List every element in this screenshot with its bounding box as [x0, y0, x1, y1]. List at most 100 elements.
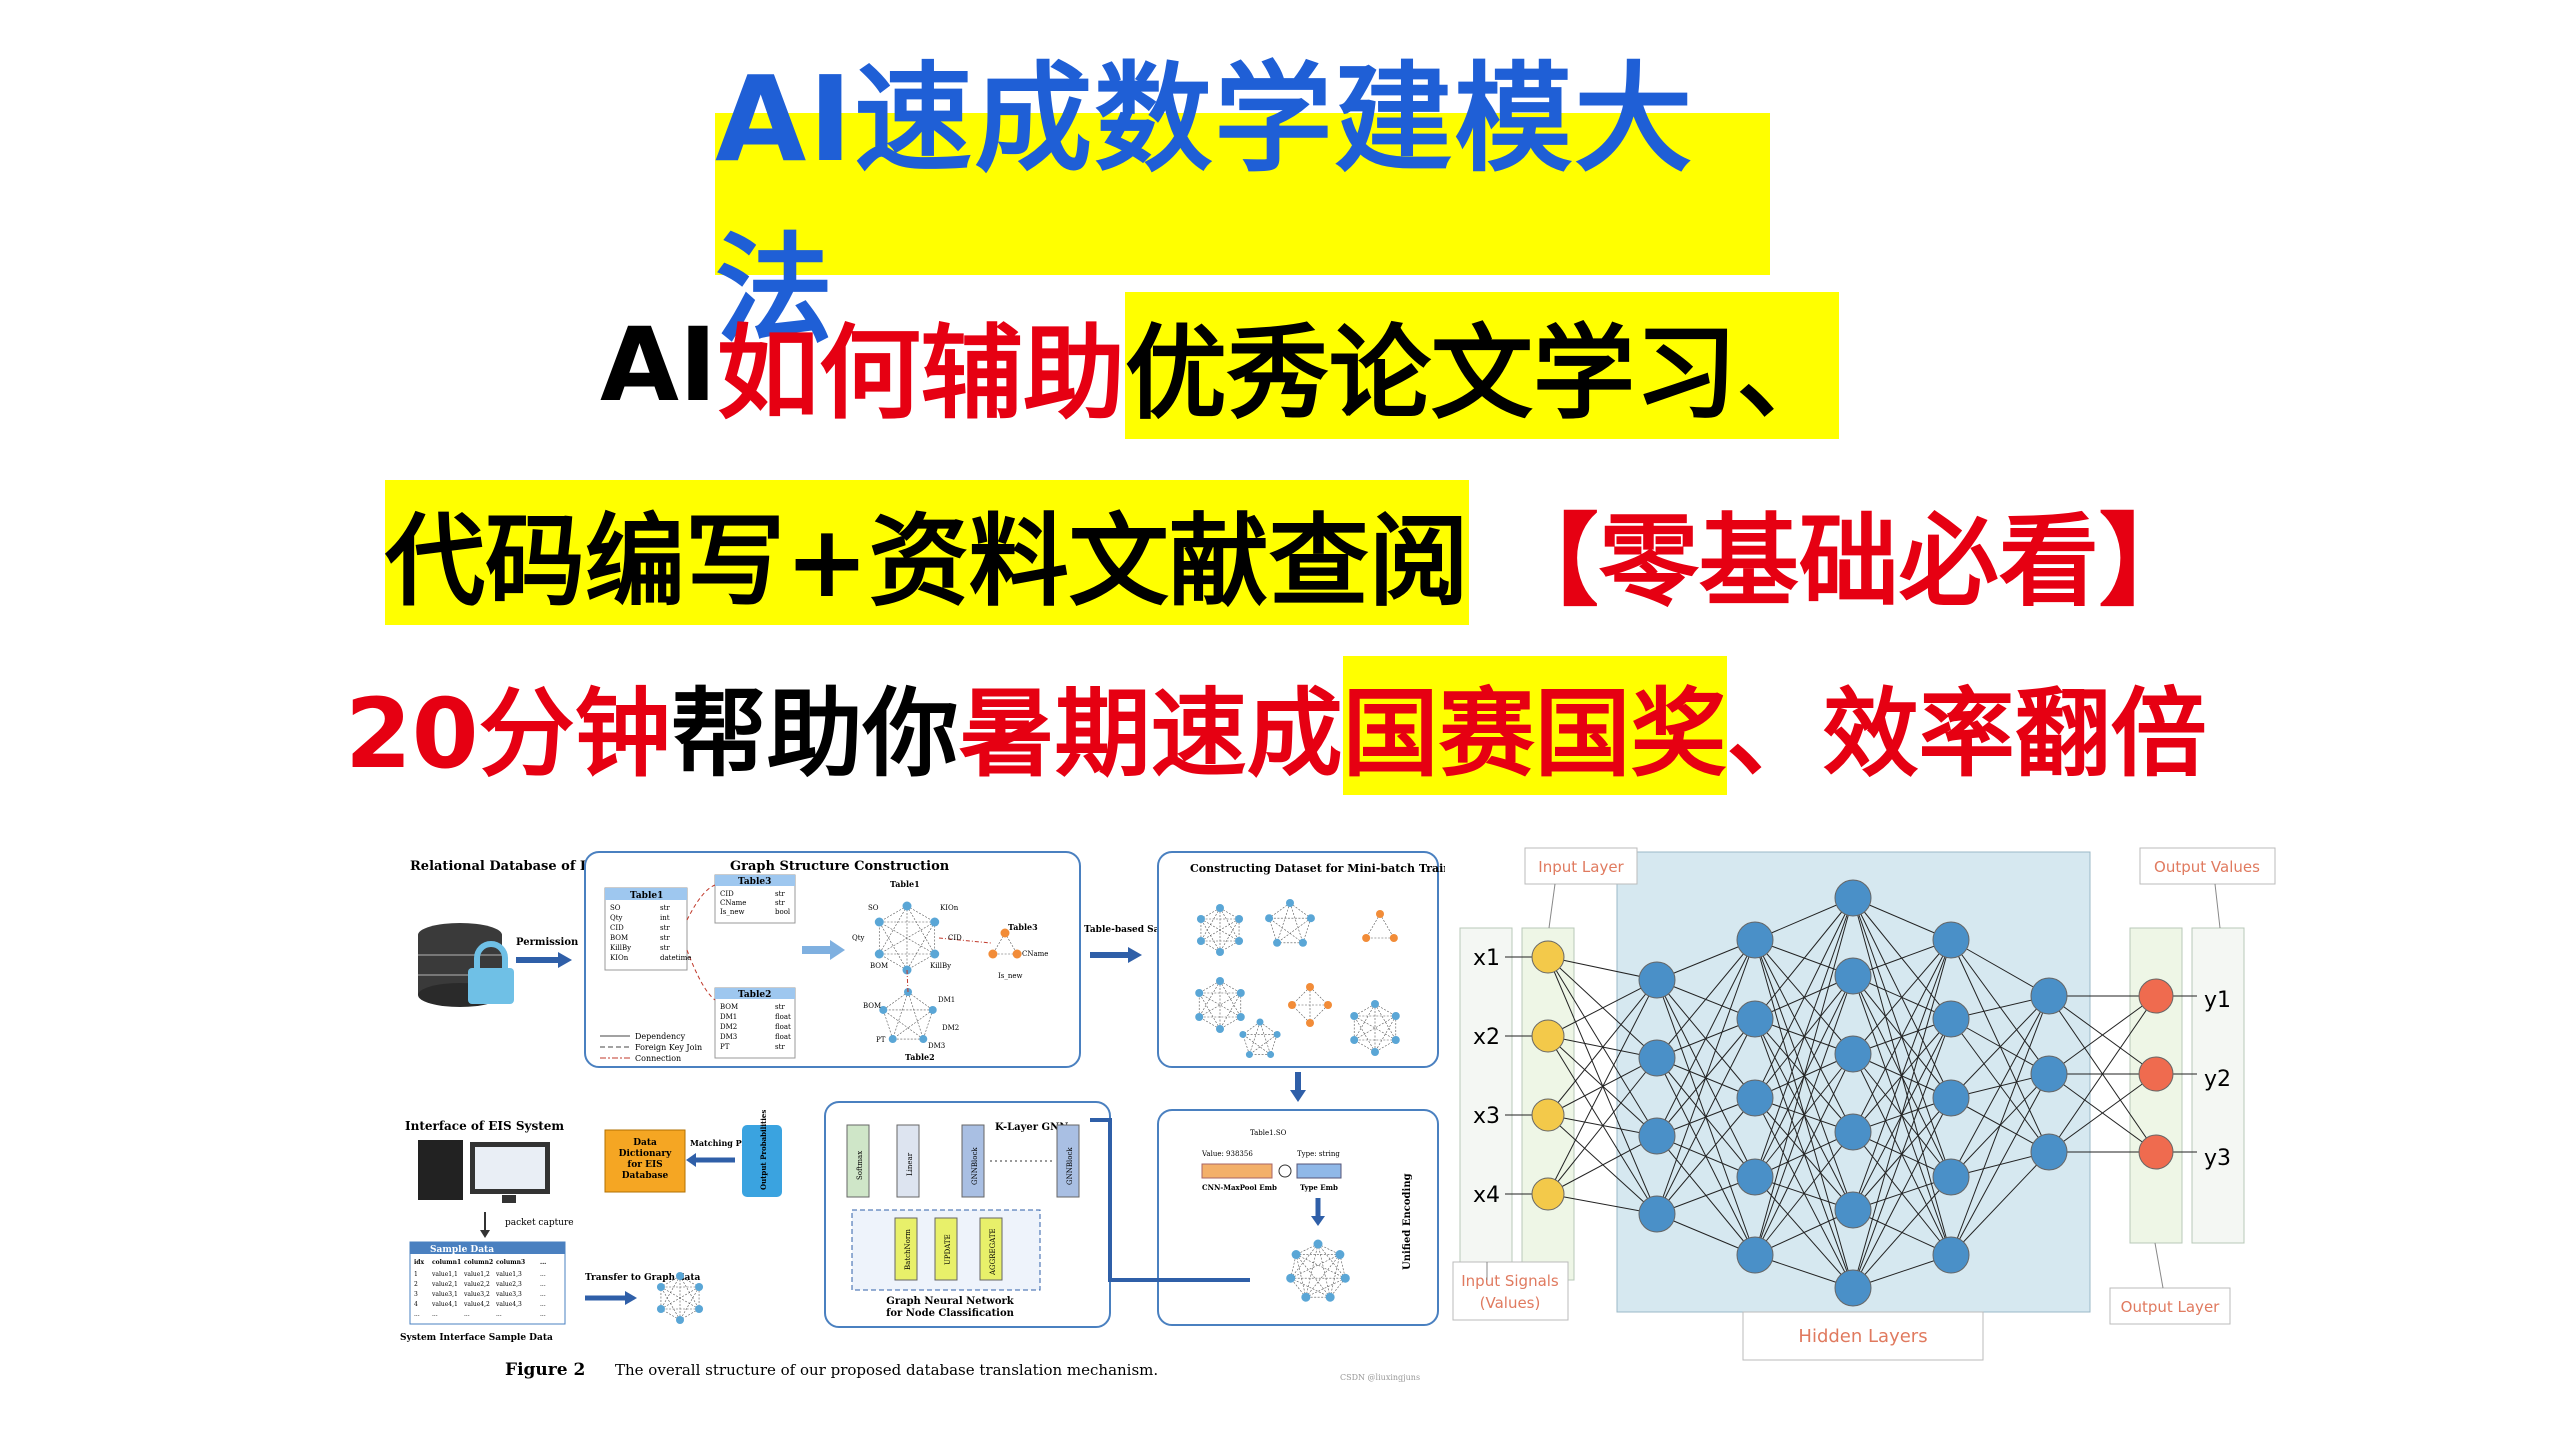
table3-card: Table3: [714, 874, 796, 924]
mini-graph-b-node: [1298, 938, 1307, 947]
table2-graph-edge: [883, 991, 909, 1011]
table2-row-name: DM2: [720, 1023, 737, 1031]
database-lock-icon: [418, 923, 514, 1007]
table2-graph-node: [919, 1035, 928, 1044]
mini-graph-f-node: [1245, 1051, 1253, 1059]
nn-edges: [1505, 897, 2197, 1289]
arrowhead-sampling: [1128, 947, 1142, 963]
hidden-node: [1932, 1000, 1970, 1038]
figure-database-translation: Relational Database of EIS System Permis…: [400, 851, 1445, 1382]
hidden-node: [2030, 1055, 2068, 1093]
table1-row-name: SO: [610, 904, 621, 912]
sample-cell: ...: [540, 1291, 546, 1298]
output-layer-box: [2109, 1287, 2231, 1325]
mini-graph-d-node: [1195, 1013, 1204, 1021]
legend-dependency: Dependency: [635, 1032, 686, 1041]
mini-graph-b-edge: [1268, 918, 1278, 943]
mini-graph-e-edge: [1309, 986, 1329, 1006]
table1-graph-node: [874, 917, 884, 927]
output-node: [2138, 1134, 2174, 1170]
mini-graph-f-edge: [1242, 1021, 1261, 1035]
mini-graph-f-node: [1239, 1030, 1247, 1038]
table1-row-name: KillBy: [610, 944, 631, 952]
mini-graph-b-node: [1265, 914, 1274, 923]
batchnorm-box: [894, 1217, 918, 1281]
sample-data-title: Sample Data: [430, 1245, 494, 1255]
arrowhead-matching: [686, 1153, 696, 1167]
dependency-lines: [686, 884, 716, 1001]
arrowhead-packet: [480, 1230, 490, 1238]
sample-cell: value2,1: [431, 1281, 458, 1288]
mini-graph-g-edge: [1354, 1003, 1376, 1017]
matching-label: Matching Process: [690, 1138, 771, 1148]
mini-graph-c-node: [1376, 910, 1384, 918]
page-title: AI速成数学建模大法: [715, 50, 1695, 359]
mini-graph-e-node: [1306, 1019, 1314, 1027]
watermark: CSDN @liuxingjuns: [1340, 1373, 1420, 1382]
aggregate-label: AGGREGATE: [989, 1228, 997, 1276]
encoded-graph-node: [1286, 1273, 1296, 1283]
table1-row-name: KIOn: [610, 954, 629, 962]
mini-graph-d-edge: [1199, 1016, 1221, 1030]
cnn-label: CNN-MaxPool Emb: [1202, 1183, 1277, 1192]
type-emb-label: Type Emb: [1300, 1183, 1338, 1192]
table2-row-name: PT: [720, 1043, 730, 1051]
table2-graph-edge: [922, 1009, 934, 1040]
arrow-enc-to-gnn: [1090, 1118, 1250, 1282]
schema-node-label: SO: [868, 904, 879, 912]
hidden-node: [2030, 977, 2068, 1015]
table2-graph-node: [928, 1005, 937, 1014]
sample-cell: ...: [432, 1311, 438, 1318]
table2-graph-edge: [907, 991, 933, 1011]
mini-graphs: [1195, 899, 1400, 1059]
encoded-graph: [1286, 1239, 1350, 1302]
transfer-graph-node: [695, 1283, 704, 1291]
mini-graph-a-node: [1216, 948, 1224, 956]
figure-caption-label: Figure 2: [505, 1360, 585, 1380]
table1-graph-edge: [906, 905, 935, 923]
nn-edge: [1950, 995, 2050, 1099]
table1-graph-edge: [879, 953, 908, 971]
table1-graph-node: [930, 917, 940, 927]
mini-graph-f-node: [1256, 1018, 1264, 1026]
mini-graph-g-node: [1391, 1012, 1400, 1020]
sample-cell: value4,1: [431, 1301, 458, 1308]
hidden-node: [1638, 1039, 1676, 1077]
hidden-node: [1834, 1269, 1872, 1307]
table2-row-name: BOM: [720, 1003, 738, 1011]
hidden-node: [1834, 1035, 1872, 1073]
transfer-graph-node: [656, 1305, 665, 1313]
schema-node-label: KIOn: [940, 904, 959, 912]
dataset-box: [1157, 851, 1439, 1068]
nn-edge: [1852, 1097, 1952, 1289]
hidden-node: [2030, 1133, 2068, 1171]
mini-graph-c-edge: [1379, 913, 1395, 939]
mini-graph-f-edge: [1259, 1021, 1278, 1035]
figure-neural-network: x1 x2 x3 x4 y1 y2 y3 Input Layer Output …: [1452, 847, 2276, 1361]
table3-row-name: Is_new: [720, 908, 745, 916]
sample-cell: value1,1: [431, 1271, 458, 1278]
table1-graph-edge: [906, 921, 935, 971]
hidden-node: [1736, 1079, 1774, 1117]
linear-label: Linear: [906, 1152, 914, 1176]
hidden-layers-box: [1742, 1311, 1984, 1361]
nn-edge: [1547, 979, 1658, 1037]
schema-node-label: Is_new: [998, 972, 1023, 980]
output-y2: y2: [2204, 1067, 2231, 1092]
encoded-graph-node: [1335, 1250, 1345, 1260]
nn-edge: [1547, 979, 1658, 1116]
mini-graph-g-edge: [1354, 1015, 1396, 1041]
encoded-graph-edge: [1290, 1243, 1319, 1279]
mini-graph-e-node: [1306, 983, 1314, 991]
nn-edge: [1852, 939, 1952, 1211]
table2-row-type: str: [775, 1043, 785, 1051]
mini-graph-b-node: [1273, 938, 1282, 947]
sample-cell: value2,2: [463, 1281, 490, 1288]
update-box: [934, 1217, 958, 1281]
table1-graph-edge: [906, 905, 935, 955]
gnnblock-1-label: GNNBlock: [971, 1147, 979, 1185]
gnnblock-1: [961, 1124, 985, 1198]
table3-graph-node: [1012, 949, 1022, 959]
arrowhead-down-dataset: [1290, 1090, 1306, 1102]
